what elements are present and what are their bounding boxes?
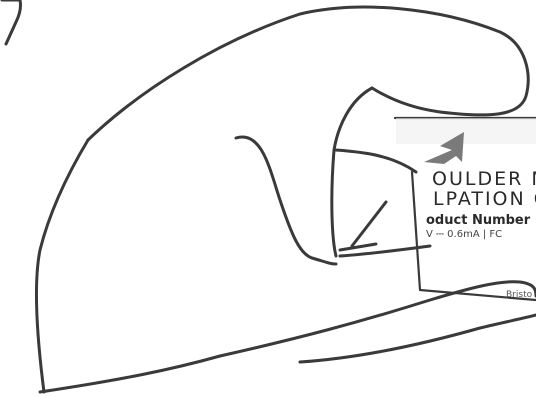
hand-left-outline	[37, 140, 88, 392]
label-line-4: V ⎓ 0.6mA | FC	[426, 229, 502, 240]
palm-crease	[236, 137, 336, 264]
label-line-5: Bristo	[506, 290, 532, 300]
finger-inner	[336, 150, 416, 172]
device-shade	[396, 118, 536, 144]
label-line-1: OULDER M	[432, 168, 536, 190]
label-line-2: LPATION G	[433, 188, 536, 210]
frame-corner	[2, 0, 21, 44]
stylus-line	[340, 202, 386, 250]
thumb-lower	[300, 315, 536, 362]
thumb-outline	[40, 282, 536, 392]
finger-knuckle	[332, 88, 372, 256]
label-line-3: oduct Number	[426, 213, 530, 228]
